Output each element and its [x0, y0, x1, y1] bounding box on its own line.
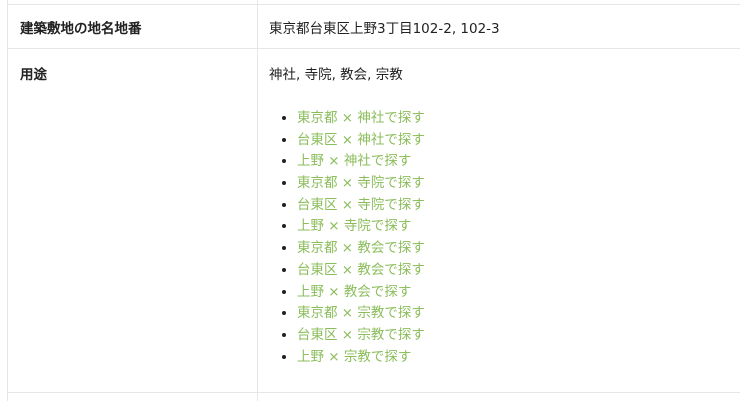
- search-link-list: 東京都 × 神社で探す 台東区 × 神社で探す 上野 × 神社で探す 東京都 ×…: [269, 108, 425, 368]
- search-link[interactable]: 上野 × 教会で探す: [297, 283, 412, 300]
- search-link[interactable]: 台東区 × 宗教で探す: [297, 326, 425, 343]
- list-item: 台東区 × 教会で探す: [297, 260, 425, 282]
- table-border-left: [7, 0, 8, 401]
- list-item: 上野 × 教会で探す: [297, 282, 425, 304]
- search-link[interactable]: 東京都 × 教会で探す: [297, 240, 425, 257]
- list-item: 台東区 × 宗教で探す: [297, 325, 425, 347]
- search-link[interactable]: 上野 × 神社で探す: [297, 153, 412, 170]
- row-divider: [7, 48, 740, 49]
- search-link[interactable]: 台東区 × 寺院で探す: [297, 196, 425, 213]
- list-item: 東京都 × 寺院で探す: [297, 173, 425, 195]
- row-value-lot-number: 東京都台東区上野3丁目102-2, 102-3: [269, 21, 500, 37]
- row-value-usage: 神社, 寺院, 教会, 宗教: [269, 67, 403, 83]
- list-item: 東京都 × 宗教で探す: [297, 303, 425, 325]
- search-link[interactable]: 台東区 × 神社で探す: [297, 131, 425, 148]
- list-item: 上野 × 宗教で探す: [297, 347, 425, 369]
- search-link[interactable]: 上野 × 寺院で探す: [297, 218, 412, 235]
- search-link[interactable]: 上野 × 宗教で探す: [297, 348, 412, 365]
- row-divider: [7, 4, 740, 5]
- list-item: 東京都 × 神社で探す: [297, 108, 425, 130]
- list-item: 台東区 × 神社で探す: [297, 130, 425, 152]
- column-divider: [257, 0, 258, 401]
- row-label-usage: 用途: [20, 67, 47, 83]
- row-label-lot-number: 建築敷地の地名地番: [20, 21, 142, 37]
- list-item: 東京都 × 教会で探す: [297, 238, 425, 260]
- list-item: 上野 × 神社で探す: [297, 151, 425, 173]
- list-item: 上野 × 寺院で探す: [297, 216, 425, 238]
- search-link[interactable]: 東京都 × 神社で探す: [297, 110, 425, 126]
- row-divider: [7, 392, 740, 393]
- search-link[interactable]: 東京都 × 宗教で探す: [297, 305, 425, 322]
- list-item: 台東区 × 寺院で探す: [297, 195, 425, 217]
- search-link[interactable]: 東京都 × 寺院で探す: [297, 175, 425, 192]
- search-link[interactable]: 台東区 × 教会で探す: [297, 261, 425, 278]
